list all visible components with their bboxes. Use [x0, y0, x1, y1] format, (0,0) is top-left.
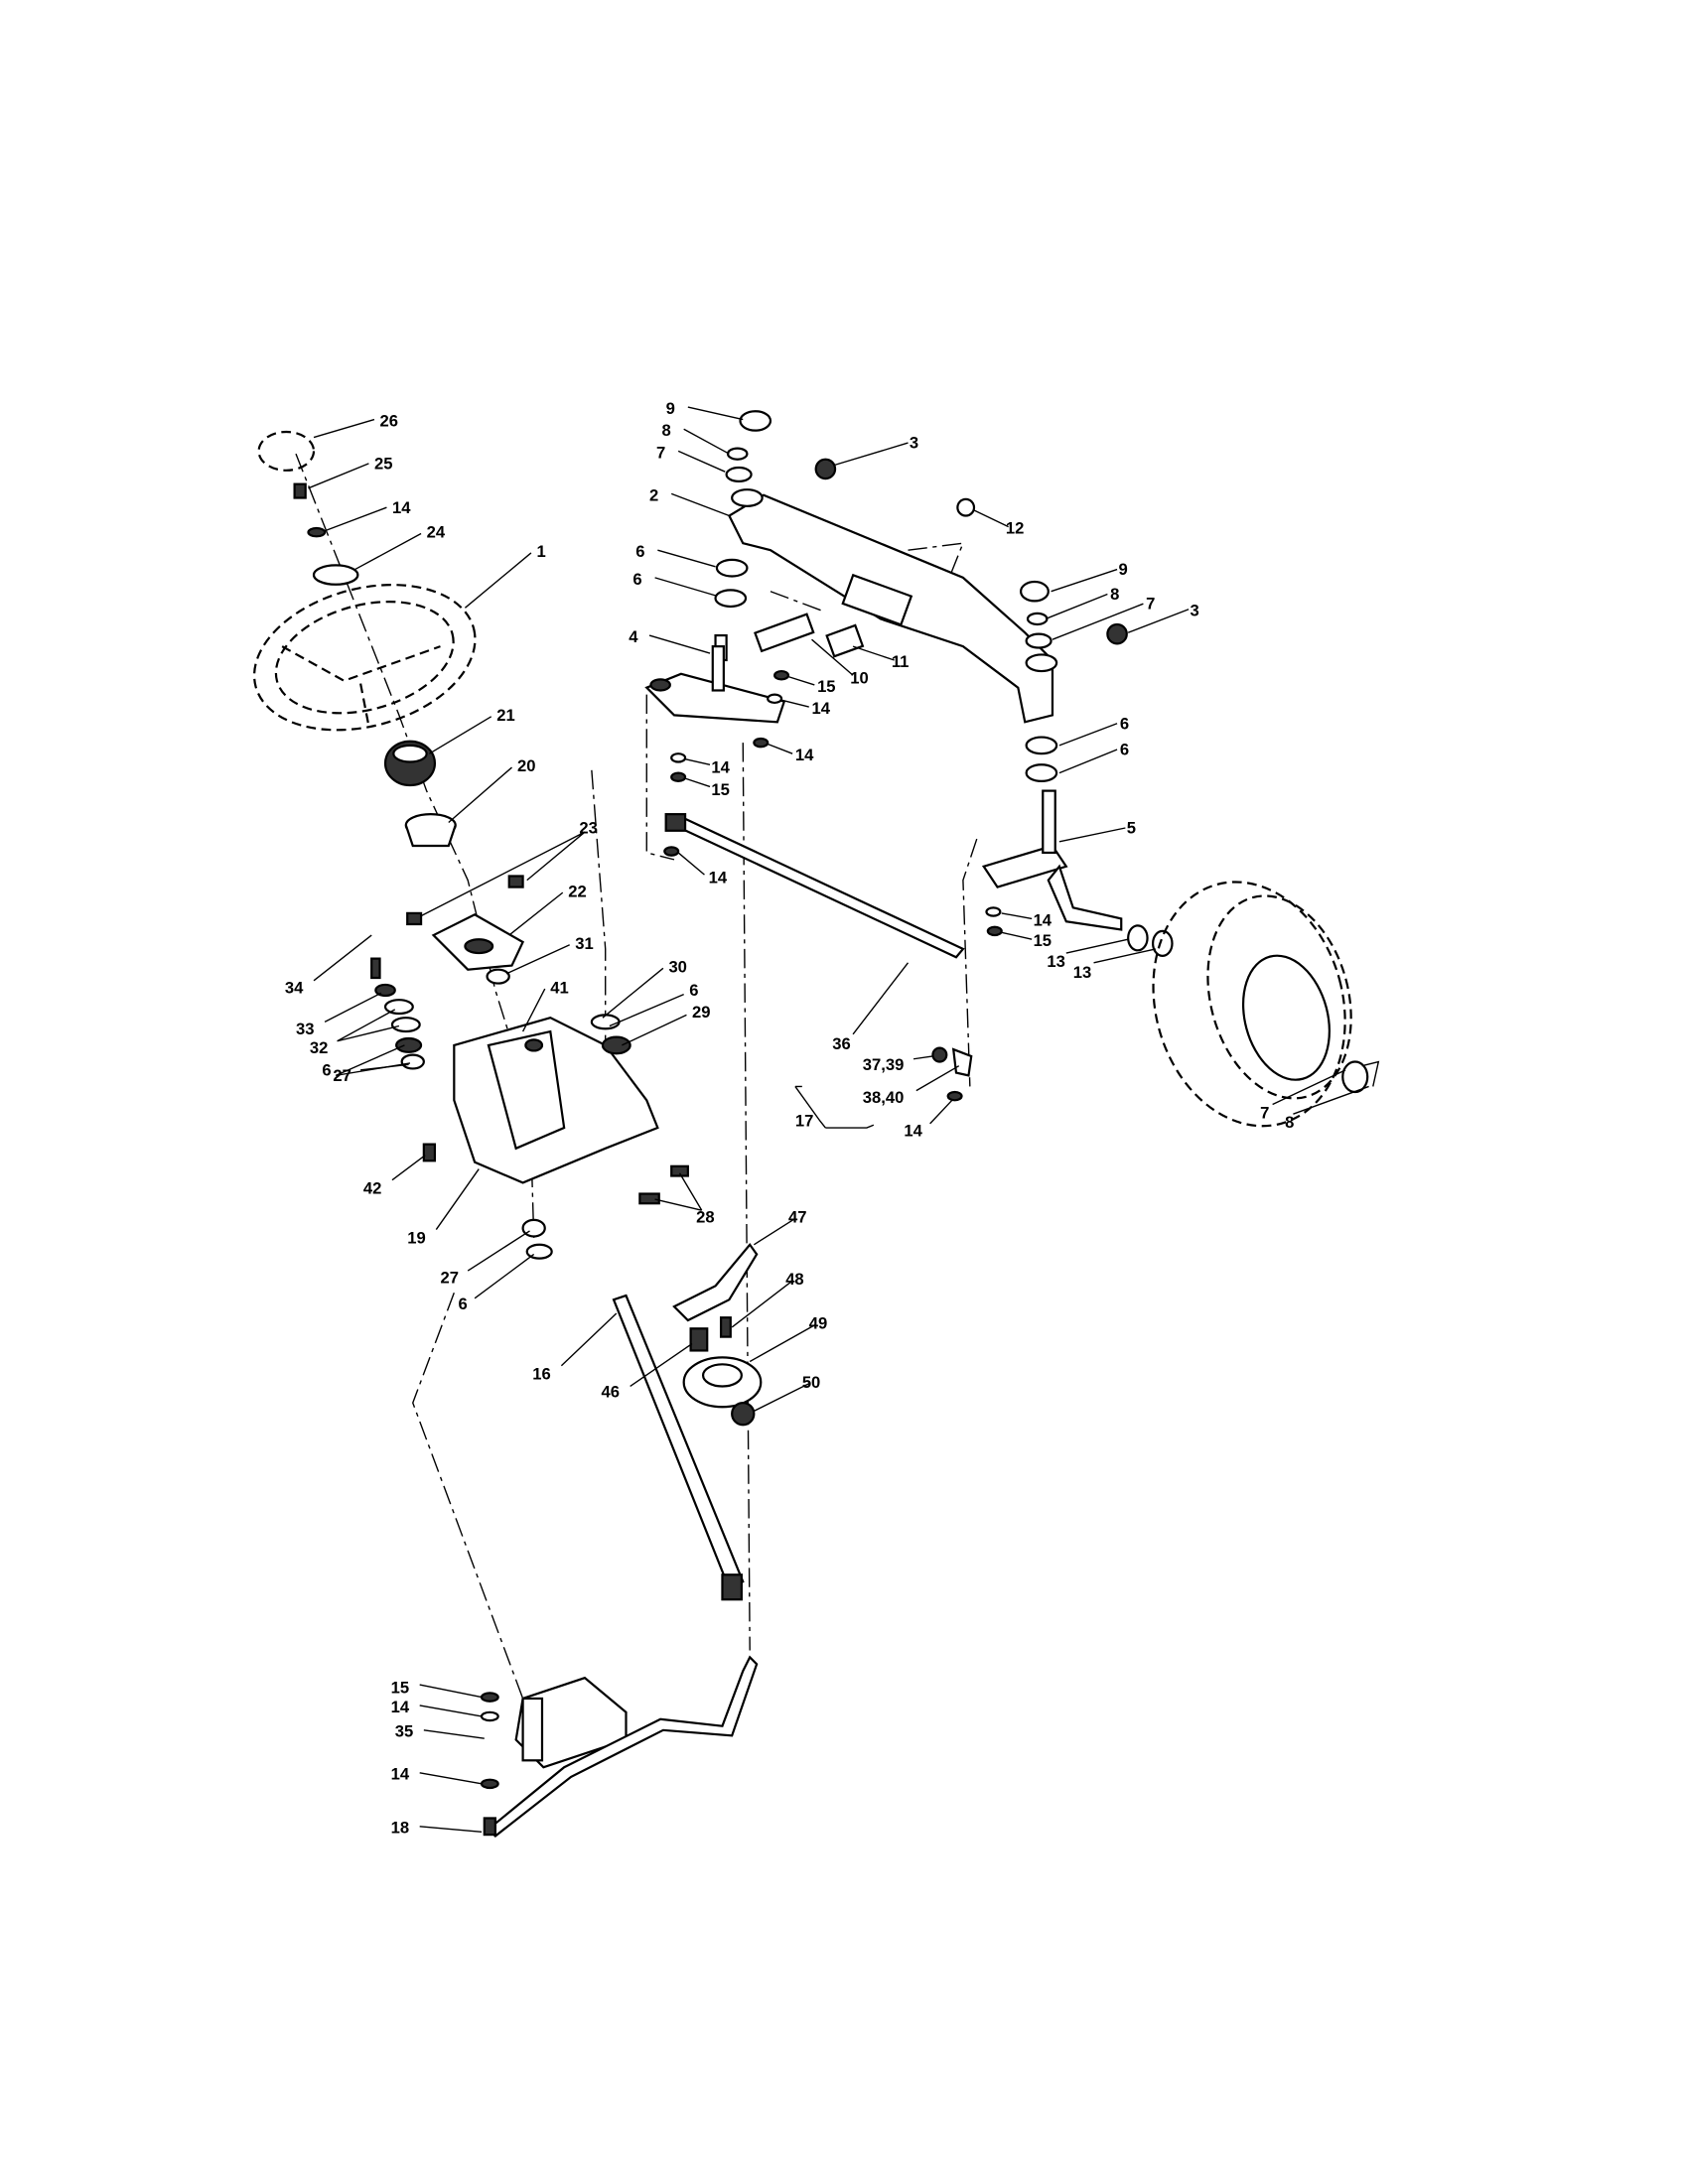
- steering-support-19: [453, 1017, 659, 1184]
- callout-label: 9: [1118, 560, 1127, 579]
- callout-label: 14: [711, 758, 730, 777]
- callout-label: 6: [632, 570, 641, 589]
- washers-13: [1127, 924, 1174, 957]
- callout-label: 14: [391, 1698, 410, 1716]
- callout-label: 27: [440, 1269, 458, 1288]
- bushing-20: [404, 813, 457, 848]
- callout-label: 6: [689, 981, 698, 1000]
- callout-label: 5: [1127, 819, 1136, 838]
- callout-label: 10: [850, 669, 868, 688]
- callout-label: 14: [1034, 910, 1052, 929]
- steering-cap: [257, 430, 316, 472]
- callout-label: 22: [568, 882, 586, 900]
- callout-label: 15: [391, 1678, 409, 1697]
- callout-label: 50: [802, 1373, 820, 1392]
- callout-label: 25: [374, 454, 392, 473]
- callout-label: 49: [809, 1313, 827, 1332]
- steering-shaft-16: [612, 1294, 745, 1601]
- steering-adapter-21: [383, 740, 437, 787]
- front-axle-2: [727, 488, 1058, 724]
- bracket-22: [431, 913, 525, 971]
- spindle-5: [981, 789, 1123, 931]
- callout-label: 8: [662, 421, 671, 440]
- callout-label: 20: [517, 756, 535, 775]
- callout-label: 36: [832, 1034, 850, 1053]
- front-tire: [1152, 881, 1380, 1128]
- callout-label: 14: [904, 1121, 922, 1140]
- callout-label: 48: [785, 1270, 803, 1289]
- callout-label: 14: [812, 699, 831, 718]
- callout-label: 6: [1120, 741, 1129, 759]
- washer-14-top: [307, 526, 327, 538]
- callout-label: 8: [1285, 1113, 1294, 1132]
- sector-gear-35: [514, 1676, 628, 1769]
- callout-label: 31: [575, 934, 593, 953]
- callout-label: 9: [666, 399, 675, 418]
- callout-label: 14: [391, 1765, 410, 1784]
- callout-label: 3: [910, 434, 918, 453]
- callout-label: 47: [788, 1208, 806, 1227]
- callout-label: 19: [407, 1228, 425, 1247]
- callout-label: 6: [322, 1060, 331, 1079]
- spacers-left: [370, 957, 689, 1260]
- callout-label: 6: [458, 1295, 467, 1313]
- axle-hardware: [714, 410, 1128, 783]
- small-hardware-right: [663, 669, 1003, 1102]
- callout-label: 7: [1260, 1103, 1269, 1122]
- callout-label: 4: [629, 627, 638, 646]
- callout-label: 35: [395, 1722, 413, 1741]
- callout-label: 12: [1006, 519, 1024, 538]
- callout-label: 37,39: [863, 1055, 905, 1074]
- callout-label: 15: [817, 677, 835, 696]
- callout-label: 30: [668, 957, 686, 976]
- callout-label: 8: [1110, 585, 1119, 604]
- callout-label: 46: [602, 1383, 620, 1402]
- callout-label: 23: [579, 819, 597, 838]
- callout-label: 34: [285, 978, 304, 997]
- callout-label: 14: [709, 868, 728, 887]
- callout-label: 1: [536, 542, 545, 561]
- callout-label: 6: [635, 542, 644, 561]
- callout-label: 14: [392, 498, 411, 517]
- callout-label: 29: [692, 1003, 710, 1022]
- callout-label: 18: [391, 1819, 409, 1838]
- screw-23: [406, 875, 524, 926]
- bolt-25: [293, 482, 307, 499]
- callout-label: 28: [696, 1208, 714, 1227]
- callout-label: 27: [333, 1066, 351, 1085]
- callout-label: 15: [711, 780, 729, 799]
- ball-joint-17: [931, 1046, 973, 1077]
- callout-label: 42: [363, 1179, 381, 1198]
- callout-label: 13: [1047, 952, 1064, 971]
- hardware-bottom: [480, 1692, 499, 1837]
- callout-label: 24: [427, 523, 446, 542]
- washer-24: [312, 564, 359, 586]
- callout-label: 17: [795, 1112, 813, 1131]
- callout-label: 2: [649, 485, 658, 504]
- callout-label: 15: [1034, 931, 1052, 950]
- steering-wheel: [252, 584, 477, 732]
- callout-label: 38,40: [863, 1088, 905, 1107]
- callout-label: 6: [1120, 714, 1129, 733]
- callout-label: 21: [496, 706, 514, 725]
- callout-label: 3: [1191, 602, 1199, 620]
- callout-labels: 26 25 14 24 1 21 20 23 22 34 31 30 33 41…: [285, 399, 1294, 1838]
- callout-label: 16: [532, 1365, 550, 1384]
- callout-label: 13: [1073, 963, 1091, 982]
- idler-pulley-49: [682, 1316, 763, 1427]
- tie-rod-36: [664, 813, 965, 959]
- leader-lines: [308, 406, 1369, 1834]
- callout-label: 14: [795, 746, 814, 764]
- callout-label: 33: [296, 1020, 314, 1038]
- callout-label: 7: [1146, 595, 1155, 614]
- drag-link-18: [487, 1655, 759, 1838]
- callout-label: 7: [656, 443, 665, 462]
- callout-label: 32: [310, 1038, 328, 1057]
- callout-label: 26: [380, 411, 398, 430]
- callout-label: 41: [550, 978, 568, 997]
- callout-label: 11: [892, 652, 910, 671]
- idler-bracket-47: [672, 1242, 759, 1322]
- spindle-4: [644, 645, 786, 724]
